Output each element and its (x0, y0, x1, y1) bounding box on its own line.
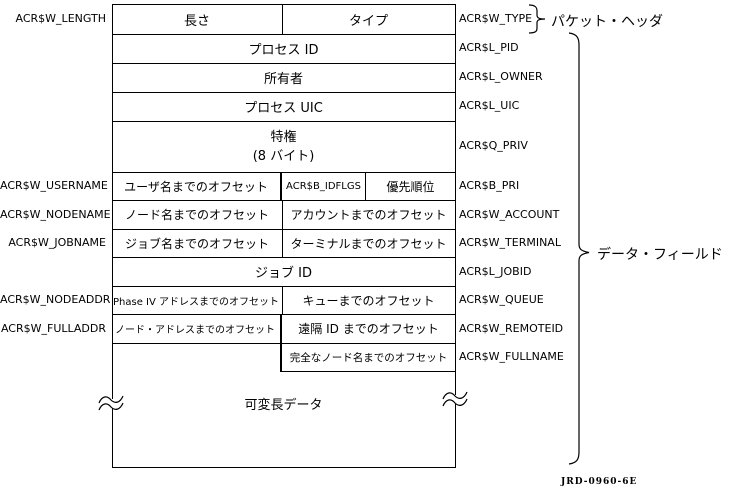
table-border-line (365, 172, 366, 200)
cell-nodeaddr-offset: ノード・アドレスまでのオフセット (115, 325, 275, 336)
cell-remoteid-offset: 遠隔 ID までのオフセット (298, 322, 439, 336)
cell-fullname-offset: 完全なノード名までのオフセット (289, 351, 448, 364)
table-border-line (112, 286, 456, 287)
table-border-line (112, 34, 456, 35)
field-label-jobname: ACR$W_JOBNAME (8, 236, 106, 249)
field-label-length: ACR$W_LENGTH (15, 12, 106, 25)
table-border-line (280, 314, 282, 371)
field-label-fullname: ACR$W_FULLNAME (459, 350, 564, 363)
table-border-line (112, 343, 456, 344)
table-border-line (112, 257, 456, 258)
data-field-annotation: データ・フィールド (597, 247, 723, 263)
field-label-type: ACR$W_TYPE (459, 12, 533, 25)
cell-priority: 優先順位 (386, 179, 435, 194)
table-border-line (280, 172, 282, 200)
field-label-remoteid: ACR$W_REMOTEID (459, 322, 564, 335)
field-label-account: ACR$W_ACCOUNT (459, 208, 560, 221)
field-label-priv: ACR$Q_PRIV (459, 139, 528, 152)
cell-queue-offset: キューまでのオフセット (302, 293, 435, 308)
cell-process-id: プロセス ID (248, 43, 319, 58)
cell-job-id: ジョブ ID (255, 266, 312, 281)
figure-id: JRD-0960-6E (561, 477, 638, 487)
cell-privileges-line2: (8 バイト) (252, 148, 315, 164)
table-border-line (112, 92, 456, 93)
table-border-line (282, 200, 283, 229)
table-border-line (112, 4, 456, 5)
cell-nodename-offset: ノード名までのオフセット (124, 208, 269, 222)
field-label-uic: ACR$L_UIC (459, 99, 520, 112)
cell-process-uic: プロセス UIC (244, 101, 323, 116)
table-border-line (282, 4, 283, 34)
cell-privileges: 特権 (8 バイト) (112, 121, 455, 172)
cell-length: 長さ (183, 13, 210, 29)
table-border-line (455, 4, 456, 468)
field-label-nodename: ACR$W_NODENAME (0, 208, 111, 221)
cell-type: タイプ (348, 13, 388, 29)
cell-phase4-offset: Phase IV アドレスまでのオフセット (112, 296, 279, 308)
field-label-username: ACR$W_USERNAME (0, 179, 108, 192)
cell-username-offset: ユーザ名までのオフセット (124, 179, 268, 194)
field-label-pid: ACR$L_PID (459, 41, 519, 54)
table-border-line (112, 314, 456, 315)
cell-terminal-offset: ターミナルまでのオフセット (290, 236, 447, 251)
field-label-pri: ACR$B_PRI (459, 179, 520, 192)
field-label-fulladdr: ACR$W_FULLADDR (0, 322, 106, 335)
cell-jobname-offset: ジョブ名までのオフセット (124, 236, 269, 251)
table-border-line (112, 121, 456, 122)
table-border-line (112, 63, 456, 64)
field-label-jobid: ACR$L_JOBID (459, 265, 532, 278)
table-border-line (112, 229, 456, 230)
field-label-terminal: ACR$W_TERMINAL (459, 236, 561, 249)
table-border-line (112, 200, 456, 201)
table-border-line (112, 4, 113, 468)
cell-privileges-line1: 特権 (270, 129, 297, 145)
table-border-line (112, 172, 456, 173)
field-label-queue: ACR$W_QUEUE (459, 293, 544, 306)
cell-owner: 所有者 (263, 72, 303, 87)
packet-header-annotation: パケット・ヘッダ (551, 14, 663, 30)
table-border-line (282, 286, 283, 314)
field-label-nodeaddr: ACR$W_NODEADDR (0, 293, 111, 306)
cell-idflgs: ACR$B_IDFLGS (286, 180, 361, 192)
large-brace-icon (568, 32, 590, 465)
field-label-owner: ACR$L_OWNER (459, 70, 543, 83)
table-border-line (112, 467, 456, 468)
cell-account-offset: アカウントまでのオフセット (290, 208, 447, 222)
cell-variable-data: 可変長データ (244, 397, 323, 413)
table-border-line (282, 229, 283, 257)
table-border-line (280, 371, 456, 372)
